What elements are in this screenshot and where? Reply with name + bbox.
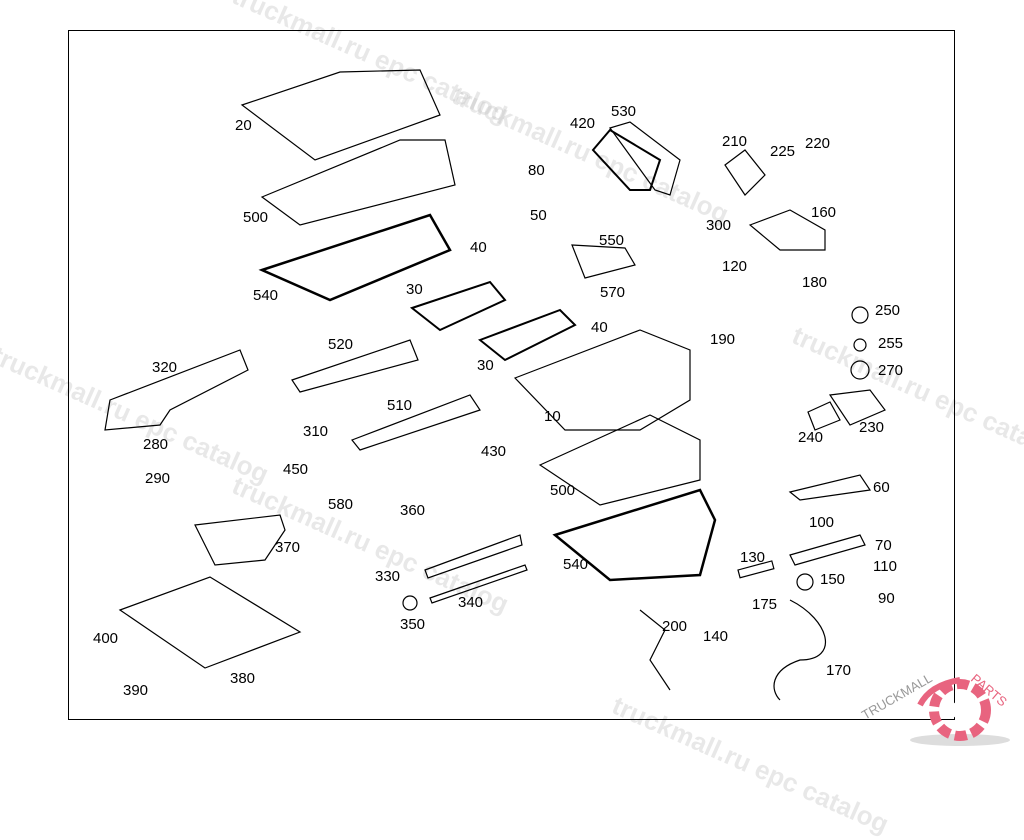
callout-30: 30 — [406, 281, 423, 298]
part-170 — [773, 599, 827, 701]
callout-420: 420 — [570, 115, 596, 132]
callout-175: 175 — [752, 596, 778, 613]
part-350 — [402, 595, 418, 611]
parts-diagram — [104, 69, 886, 701]
callout-50: 50 — [530, 207, 547, 224]
part-30-mid — [478, 308, 577, 362]
part-270 — [850, 360, 870, 380]
part-160 — [748, 209, 826, 251]
part-500-bottom — [538, 414, 701, 506]
callout-225: 225 — [770, 143, 796, 160]
part-540-top — [258, 213, 452, 302]
callout-360: 360 — [400, 502, 426, 519]
callout-500b: 500 — [550, 482, 576, 499]
callout-540b: 540 — [563, 556, 589, 573]
callout-100: 100 — [809, 514, 835, 531]
part-210 — [724, 149, 766, 196]
callout-500: 500 — [243, 209, 269, 226]
part-130 — [737, 560, 775, 579]
part-230 — [828, 389, 886, 426]
callout-60: 60 — [873, 479, 890, 496]
part-255 — [853, 338, 867, 352]
part-60 — [788, 474, 872, 501]
callout-520: 520 — [328, 336, 354, 353]
diagram-frame — [68, 30, 955, 720]
callout-350: 350 — [400, 616, 426, 633]
part-30-top — [409, 280, 507, 332]
callout-160: 160 — [811, 204, 837, 221]
part-520 — [291, 339, 419, 393]
truckmall-parts-logo: TRUCKMALL PARTS — [860, 670, 1010, 746]
callout-130: 130 — [740, 549, 766, 566]
callout-70: 70 — [875, 537, 892, 554]
callout-580: 580 — [328, 496, 354, 513]
part-240 — [807, 401, 841, 431]
callout-240: 240 — [798, 429, 824, 446]
part-150 — [796, 573, 814, 591]
callout-180: 180 — [802, 274, 828, 291]
callout-300: 300 — [706, 217, 732, 234]
part-550 — [571, 244, 636, 279]
callout-430: 430 — [481, 443, 507, 460]
callout-255: 255 — [878, 335, 904, 352]
callout-290: 290 — [145, 470, 171, 487]
callout-40b: 40 — [591, 319, 608, 336]
callout-550: 550 — [599, 232, 625, 249]
part-510 — [351, 394, 481, 451]
callout-190: 190 — [710, 331, 736, 348]
callout-570: 570 — [600, 284, 626, 301]
callout-270: 270 — [878, 362, 904, 379]
part-420 — [591, 128, 662, 191]
callout-20: 20 — [235, 117, 252, 134]
part-10 — [513, 329, 691, 431]
callout-170: 170 — [826, 662, 852, 679]
part-540-bottom — [552, 488, 717, 582]
part-70 — [789, 534, 866, 566]
callout-90: 90 — [878, 590, 895, 607]
callout-540: 540 — [253, 287, 279, 304]
callout-380: 380 — [230, 670, 256, 687]
callout-450: 450 — [283, 461, 309, 478]
part-530 — [609, 121, 681, 196]
callout-110: 110 — [873, 558, 897, 575]
callout-140: 140 — [703, 628, 729, 645]
part-380 — [118, 576, 302, 669]
part-320 — [104, 349, 249, 431]
callout-40: 40 — [470, 239, 487, 256]
callout-330: 330 — [375, 568, 401, 585]
part-500-top — [260, 139, 456, 226]
callout-390: 390 — [123, 682, 149, 699]
callout-370: 370 — [275, 539, 301, 556]
callout-150: 150 — [820, 571, 846, 588]
callout-210: 210 — [722, 133, 748, 150]
callout-120: 120 — [722, 258, 748, 275]
callout-230: 230 — [859, 419, 885, 436]
part-340 — [429, 564, 528, 604]
callout-220: 220 — [805, 135, 831, 152]
callout-310: 310 — [303, 423, 329, 440]
part-250 — [851, 306, 869, 324]
callout-10: 10 — [544, 408, 561, 425]
callout-80: 80 — [528, 162, 545, 179]
callout-250: 250 — [875, 302, 901, 319]
callout-340: 340 — [458, 594, 484, 611]
callout-510: 510 — [387, 397, 413, 414]
callout-320: 320 — [152, 359, 178, 376]
part-20 — [240, 69, 441, 161]
callout-400: 400 — [93, 630, 119, 647]
callout-530: 530 — [611, 103, 637, 120]
callout-200: 200 — [662, 618, 688, 635]
part-200 — [639, 609, 671, 691]
callout-280: 280 — [143, 436, 169, 453]
part-370 — [194, 514, 286, 566]
callout-30b: 30 — [477, 357, 494, 374]
part-330 — [424, 534, 523, 579]
